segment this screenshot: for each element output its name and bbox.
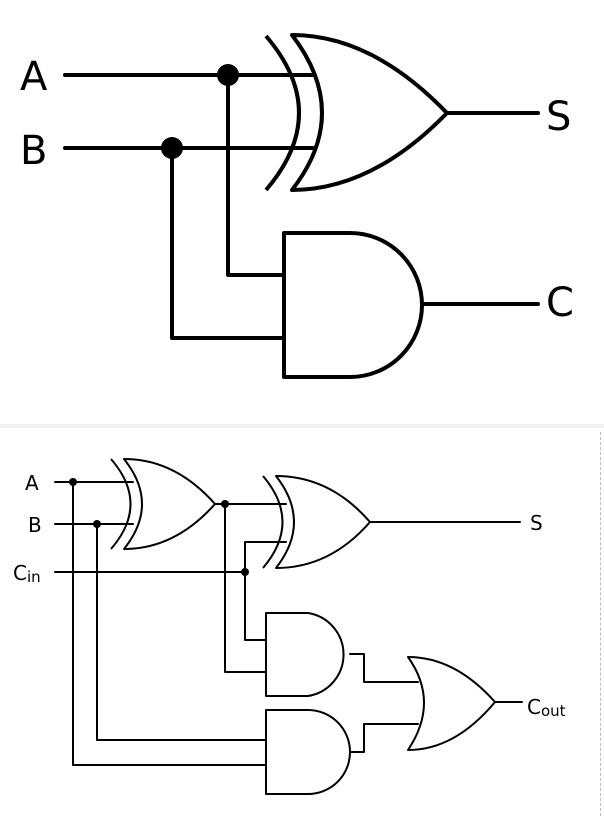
junction-dot-a: [217, 64, 239, 86]
junction-dot-cin: [241, 568, 249, 576]
input-label-a: A: [25, 471, 39, 495]
panel-separator: [0, 424, 604, 428]
full-adder-diagram: A B Cin S Cout: [0, 432, 604, 816]
wire-and2-out: [349, 723, 419, 753]
input-label-b: B: [20, 128, 47, 174]
input-label-cin: Cin: [13, 561, 41, 586]
xor-gate: [264, 33, 449, 192]
xor-gate-2: [262, 475, 371, 569]
half-adder-diagram: A B S C: [20, 33, 574, 379]
or-gate: [407, 656, 496, 751]
output-label-c: C: [546, 280, 574, 326]
wire-xor1-to-and1: [224, 503, 267, 673]
wire-cin-to-and1: [244, 571, 267, 641]
output-label-s: S: [546, 94, 571, 140]
input-label-b: B: [28, 513, 42, 537]
junction-dot-xor1: [221, 500, 229, 508]
output-label-cout: Cout: [527, 695, 566, 720]
junction-dot-a: [69, 478, 77, 486]
and-gate-1: [265, 612, 345, 697]
half-adder-svg: A B S C: [20, 33, 574, 379]
wire-b-branch: [170, 146, 286, 340]
and-gate: [282, 231, 424, 379]
right-border-line: [599, 432, 601, 816]
full-adder-svg: A B Cin S Cout: [13, 458, 566, 795]
junction-dot-b: [93, 520, 101, 528]
and-gate-2: [265, 709, 351, 795]
wire-a-branch: [72, 481, 267, 766]
wire-b-branch: [96, 523, 267, 741]
wire-and1-out: [349, 653, 419, 683]
input-label-a: A: [20, 54, 48, 100]
junction-dot-b: [161, 137, 183, 159]
xor-gate-1: [110, 458, 216, 550]
output-label-s: S: [530, 511, 543, 535]
wire-cin-to-xor2: [244, 541, 287, 573]
wire-a-branch: [226, 73, 286, 277]
